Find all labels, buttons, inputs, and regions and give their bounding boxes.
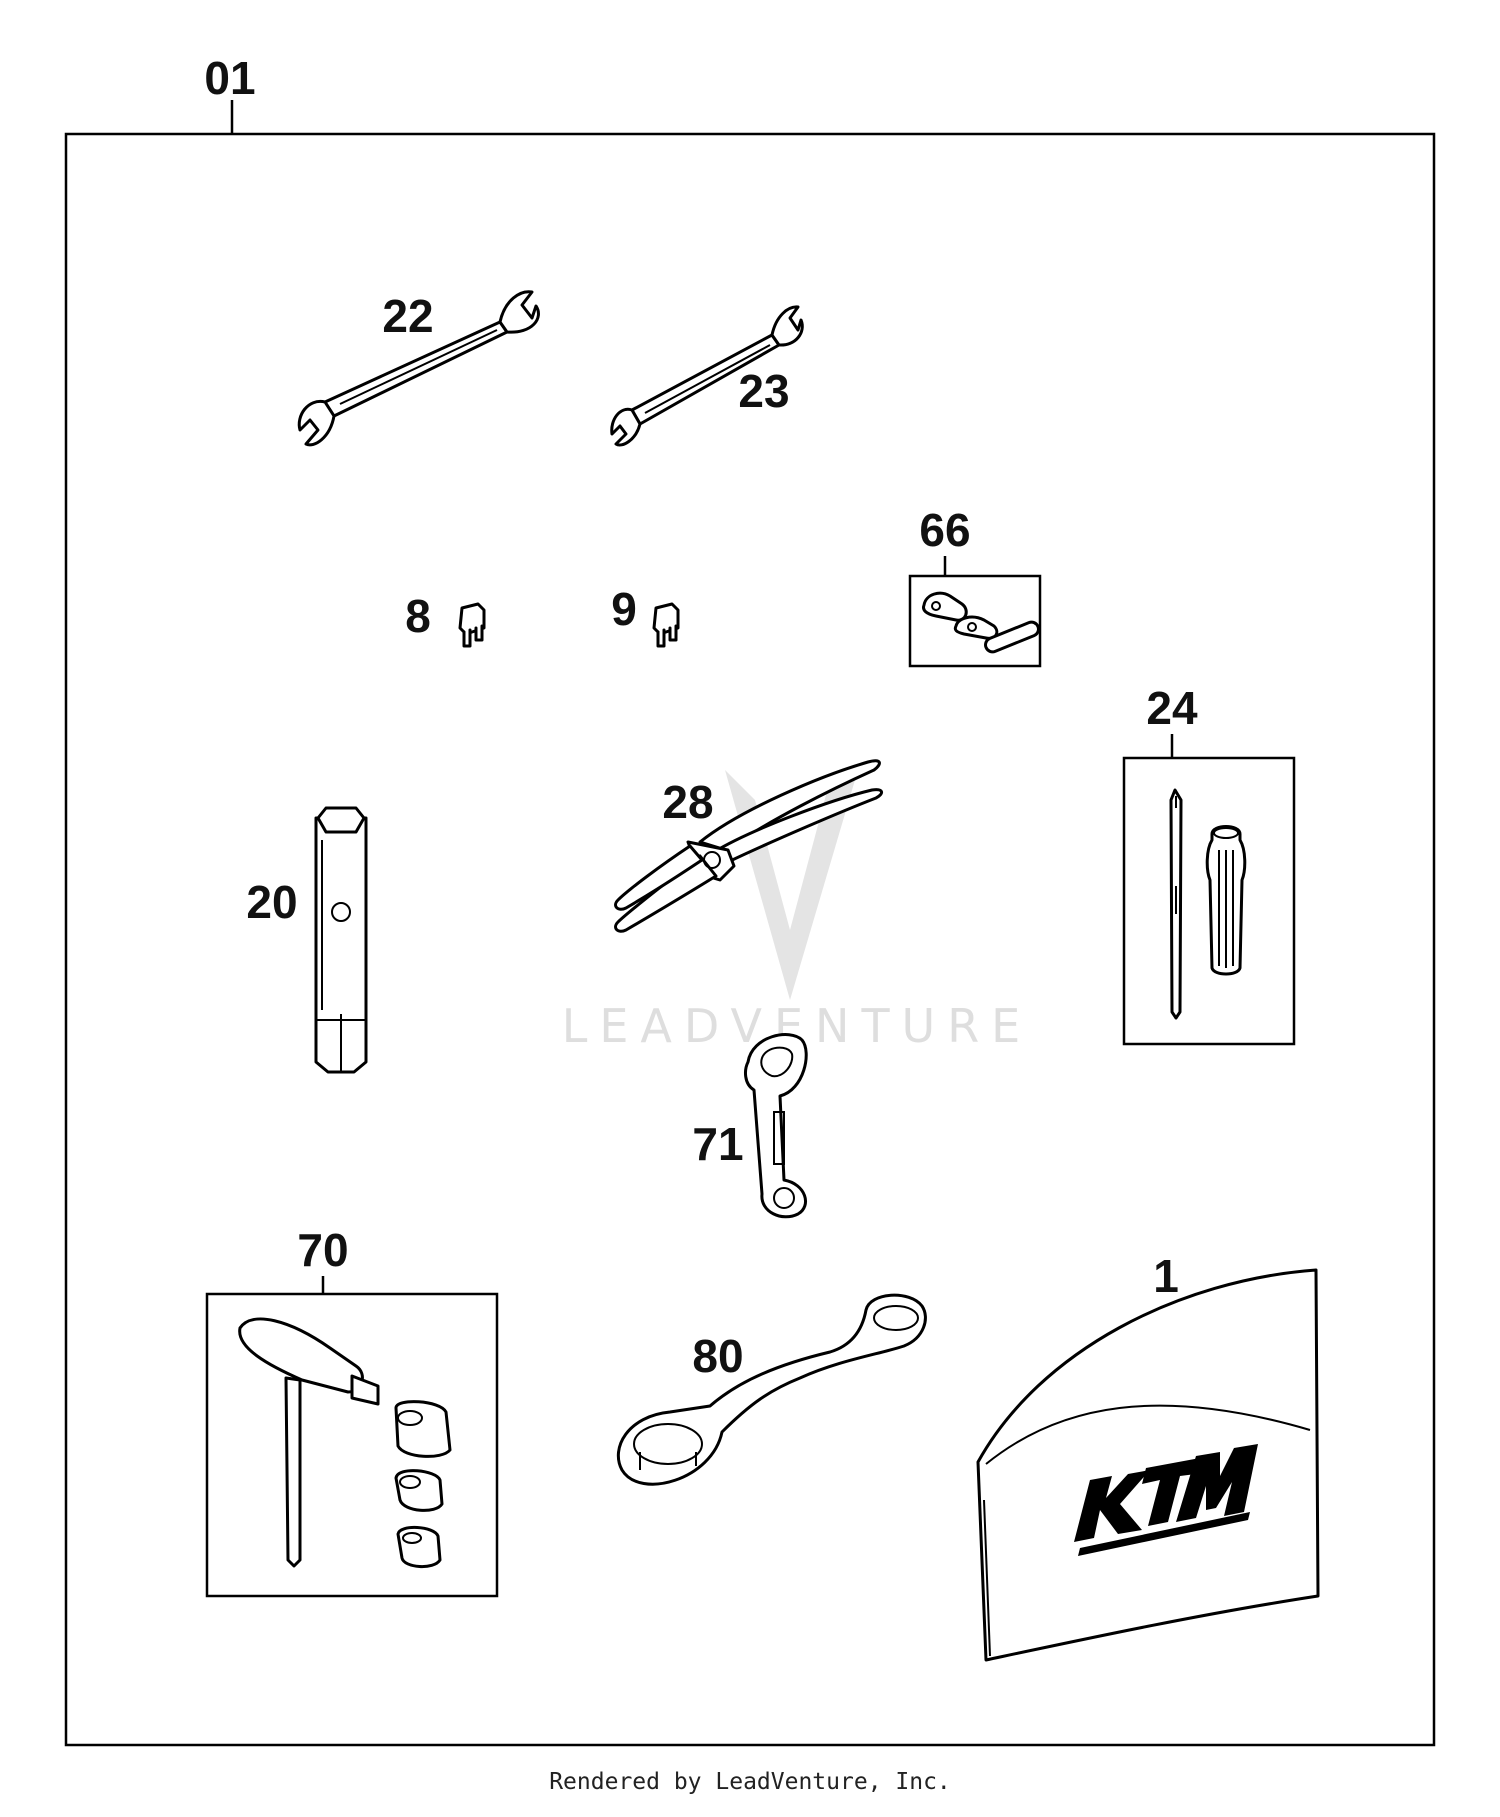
part-8-fuse[interactable] xyxy=(458,602,486,648)
callout-66[interactable]: 66 xyxy=(919,504,970,556)
callout-9[interactable]: 9 xyxy=(611,583,637,635)
callout-28[interactable]: 28 xyxy=(662,776,713,828)
box-24 xyxy=(1122,756,1296,1046)
assembly-frame xyxy=(64,132,1436,1747)
part-80-double-ring-spanner[interactable] xyxy=(616,1293,927,1486)
box-70 xyxy=(205,1292,499,1598)
callout-23[interactable]: 23 xyxy=(738,365,789,417)
part-1-tool-bag[interactable] xyxy=(976,1268,1320,1662)
part-66-chain-master-link[interactable] xyxy=(922,591,1041,654)
callout-71[interactable]: 71 xyxy=(692,1118,743,1170)
ktm-logo xyxy=(1074,1444,1258,1556)
box-66 xyxy=(908,574,1042,668)
assembly-label[interactable]: 01 xyxy=(204,52,255,104)
part-28-pliers[interactable] xyxy=(614,759,883,933)
callout-24[interactable]: 24 xyxy=(1146,682,1198,734)
callout-8[interactable]: 8 xyxy=(405,590,431,642)
rendered-by-footer: Rendered by LeadVenture, Inc. xyxy=(549,1769,951,1795)
part-20-spark-plug-wrench[interactable] xyxy=(314,806,368,1074)
callout-20[interactable]: 20 xyxy=(246,876,297,928)
callout-70[interactable]: 70 xyxy=(297,1224,348,1276)
callout-22[interactable]: 22 xyxy=(382,290,433,342)
callout-80[interactable]: 80 xyxy=(692,1330,743,1382)
part-70-t-handle-set[interactable] xyxy=(238,1317,452,1568)
part-23-open-end-wrench[interactable] xyxy=(610,305,804,447)
part-22-open-end-wrench[interactable] xyxy=(297,290,540,447)
part-24-screwdriver[interactable] xyxy=(1169,788,1247,1020)
part-71-ring-spanner[interactable] xyxy=(744,1033,808,1219)
part-9-fuse[interactable] xyxy=(652,602,680,648)
callout-1[interactable]: 1 xyxy=(1153,1250,1179,1302)
